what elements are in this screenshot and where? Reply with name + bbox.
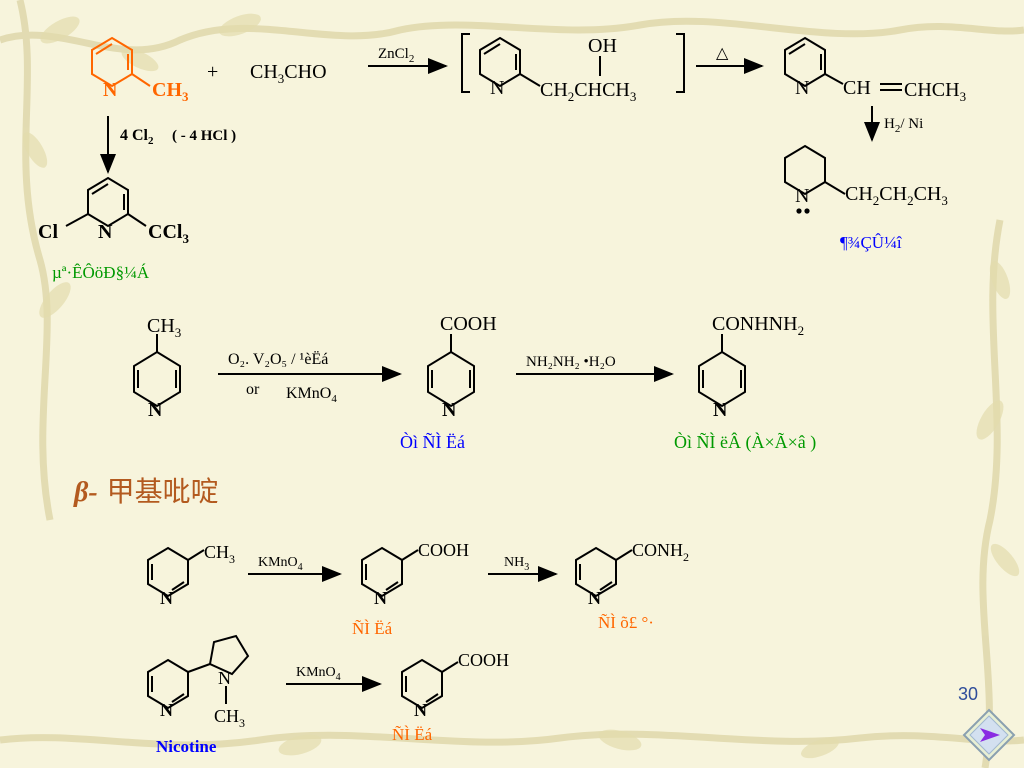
nicotine-ch3: CH3: [214, 706, 245, 730]
2-methylpyridine-structure: [91, 36, 151, 88]
alkene-chch3: CHCH3: [904, 79, 966, 104]
or-label: or: [246, 381, 260, 398]
chlorination-reagent: 4 Cl2: [120, 127, 154, 147]
methyl-label: CH3: [152, 79, 189, 104]
3-methyl-ch3: CH3: [204, 542, 235, 566]
isonicotinic-cooh: COOH: [440, 313, 497, 335]
4-methyl-n: N: [148, 399, 163, 421]
nicotinic-acid-structure-2: [401, 658, 459, 710]
alkene-n: N: [795, 77, 809, 99]
isonicotinic-acid-structure: [427, 334, 475, 408]
isoniazid-n: N: [713, 399, 728, 421]
nitrogen-stabilizer-name: µª·ÊÔöÐ§¼Á: [52, 263, 150, 282]
oxidation-reagent: O₂. V₂O₅ / ¹èËá: [228, 350, 328, 368]
intermediate-n: N: [490, 77, 504, 99]
chlorination-note: ( - 4 HCl ): [172, 128, 236, 144]
coniine-n: N: [795, 185, 809, 207]
isoniazid-structure: [698, 334, 746, 408]
coniine-structure: [784, 144, 846, 214]
nicotinic-cooh: COOH: [418, 540, 469, 560]
nicotinic-acid-structure: [361, 546, 419, 598]
nicotine-structure: [147, 634, 250, 710]
kmno4-oxidant-3: KMnO4: [258, 555, 303, 573]
intermediate-chain: CH2CHCH3: [540, 79, 636, 104]
bracket-right: [676, 33, 685, 93]
nicotine-pyrrolidine-n: N: [218, 668, 231, 688]
nicotinic-n: N: [374, 588, 387, 608]
4-methylpyridine-structure: [133, 334, 181, 408]
next-slide-button[interactable]: [962, 708, 1016, 762]
nicotine-name: Nicotine: [156, 737, 217, 756]
nicotinamide-structure: [575, 546, 633, 598]
trichloromethyl-pyridine-structure: [65, 176, 147, 228]
alkenyl-pyridine-structure: [784, 36, 902, 91]
nicotinamide-name: ÑÌ õ£ °·: [598, 613, 654, 632]
pyridine-n-label: N: [103, 79, 118, 101]
kmno4-oxidant-4: KMnO4: [296, 665, 341, 683]
isoniazid-conhnh2: CONHNH2: [712, 313, 804, 338]
3-methylpyridine-structure: [147, 546, 205, 598]
nicotinic-n-2: N: [414, 700, 427, 720]
h2-ni-reagent: H2/ Ni: [884, 116, 923, 135]
plus-sign: +: [207, 61, 218, 83]
kmno4-reagent: KMnO4: [286, 385, 337, 405]
bracket-left: [461, 33, 470, 93]
nicotinic-acid-name-2: ÑÌ Ëá: [392, 725, 433, 744]
coniine-name: ¶¾ÇÛ¼î: [840, 233, 903, 252]
cl-substituent: Cl: [38, 221, 58, 243]
nicotinamide-n: N: [588, 588, 601, 608]
zncl2-catalyst: ZnCl2: [378, 46, 414, 65]
coniine-chain: CH2CH2CH3: [845, 183, 948, 208]
ccl3-substituent: CCl3: [148, 221, 189, 246]
intermediate-oh: OH: [588, 35, 617, 57]
4-methyl-ch3: CH3: [147, 315, 181, 340]
cl-pyridine-n: N: [98, 221, 113, 243]
isonicotinic-acid-name: Òì ÑÌ Ëá: [400, 431, 465, 452]
isoniazid-name: Òì ÑÌ ëÂ (À×Ã×â ): [674, 431, 816, 453]
nicotinic-cooh-2: COOH: [458, 650, 509, 670]
beta-picoline-heading: β- 甲基吡啶: [74, 475, 219, 508]
heat-symbol: △: [716, 45, 729, 62]
hydrazine-reagent: NH₂NH₂ •H₂O: [526, 354, 616, 370]
page-number: 30: [958, 684, 979, 704]
nicotinamide-conh2: CONH2: [632, 540, 689, 564]
nicotinic-acid-name: ÑÌ Ëá: [352, 619, 393, 638]
isonicotinic-n: N: [442, 399, 457, 421]
arrow-right-icon: [980, 728, 1000, 742]
nicotine-pyridine-n: N: [160, 700, 173, 720]
acetaldehyde-label: CH3CHO: [250, 61, 327, 86]
alkene-ch: CH: [843, 77, 871, 99]
intermediate-pyridine-ring: [479, 36, 601, 88]
nh3-reagent: NH3: [504, 555, 529, 573]
3-methyl-n: N: [160, 588, 173, 608]
